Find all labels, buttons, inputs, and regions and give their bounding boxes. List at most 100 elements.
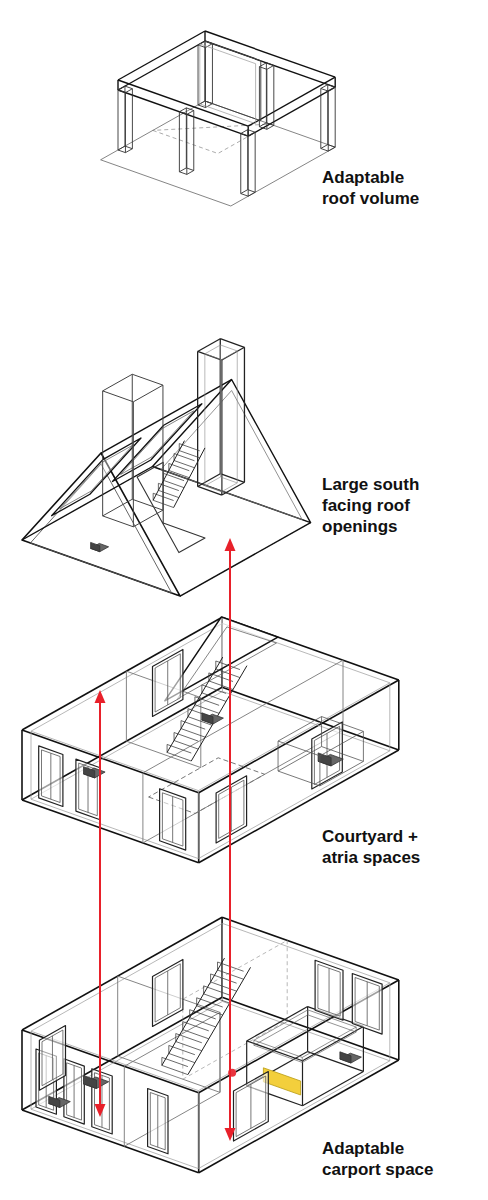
drawing-stroke: [340, 1052, 351, 1063]
drawing-stroke: [117, 80, 118, 90]
drawing-stroke: [179, 168, 186, 172]
drawing-stroke: [162, 385, 163, 510]
drawing-stroke: [31, 923, 222, 1031]
drawing-stroke: [118, 146, 125, 150]
drawing-stroke: [204, 31, 205, 41]
drawing-stroke: [197, 1006, 223, 1015]
drawing-stroke: [187, 111, 194, 115]
drawing-stroke: [191, 666, 247, 761]
drawing-stroke: [278, 741, 279, 771]
drawing-stroke: [302, 1061, 303, 1106]
drawing-stroke: [31, 1109, 198, 1168]
drawing-stroke: [212, 44, 213, 104]
drawing-stroke: [52, 438, 141, 516]
drawing-stroke: [241, 194, 248, 197]
drawing-stroke: [267, 65, 274, 69]
drawing-stroke: [398, 980, 400, 1060]
annotation-label: Adaptable roof volume: [320, 167, 442, 209]
drawing-stroke: [153, 124, 270, 153]
drawing-stroke: [222, 483, 238, 492]
drawing-stroke: [240, 134, 241, 194]
drawing-stroke: [118, 31, 205, 80]
drawing-stroke: [49, 1096, 60, 1107]
red-arrow-head: [225, 538, 236, 551]
drawing-stroke: [335, 87, 336, 147]
drawing-stroke: [176, 1042, 202, 1051]
drawing-stroke: [278, 771, 320, 786]
drawing-stroke: [205, 354, 222, 360]
red-arrow-head: [95, 690, 106, 703]
drawing-stroke: [253, 1040, 254, 1045]
drawing-stroke: [328, 145, 335, 148]
drawing-stroke: [125, 89, 132, 93]
drawing-stroke: [246, 1041, 247, 1086]
drawing-stroke: [321, 85, 328, 89]
drawing-stroke: [241, 130, 248, 134]
red-arrow-head: [225, 1128, 236, 1141]
drawing-stroke: [118, 90, 248, 136]
drawing-stroke: [132, 374, 133, 499]
drawing-stroke: [254, 1045, 302, 1062]
drawing-stroke: [101, 101, 336, 206]
drawing-stroke: [234, 1072, 269, 1142]
drawing-stroke: [278, 717, 322, 742]
drawing-stroke: [67, 1063, 82, 1120]
drawing-stroke: [222, 691, 389, 750]
drawing-stroke: [124, 86, 125, 146]
annotation-label: Courtyard + atria spaces: [320, 826, 448, 868]
drawing-stroke: [187, 171, 194, 175]
drawing-stroke: [162, 958, 225, 1065]
drawing-stroke: [247, 130, 248, 190]
drawing-stroke: [236, 1076, 266, 1137]
drawing-stroke: [205, 477, 221, 486]
drawing-stroke: [124, 1012, 220, 1146]
drawing-stroke: [254, 1015, 308, 1045]
drawing-stroke: [216, 776, 247, 843]
drawing-stroke: [328, 147, 335, 151]
drawing-stroke: [21, 730, 23, 800]
drawing-stroke: [84, 767, 95, 778]
drawing-stroke: [162, 793, 183, 846]
drawing-stroke: [328, 87, 335, 91]
drawing-stroke: [321, 145, 328, 149]
drawing-stroke: [179, 108, 186, 112]
drawing-stroke: [204, 354, 205, 486]
drawing-stroke: [352, 974, 382, 1035]
drawing-stroke: [198, 1091, 199, 1169]
drawing-stroke: [198, 486, 222, 495]
drawing-stroke: [320, 761, 364, 786]
drawing-stroke: [198, 351, 222, 360]
red-arrow-head: [95, 1104, 106, 1117]
drawing-stroke: [121, 411, 194, 475]
drawing-stroke: [103, 391, 134, 402]
drawing-stroke: [103, 499, 133, 516]
drawing-stroke: [181, 729, 205, 738]
drawing-stroke: [318, 964, 340, 1016]
red-arrow-shaft: [99, 700, 101, 1108]
drawing-stroke: [76, 759, 100, 820]
drawing-stroke: [158, 490, 178, 497]
drawing-stroke: [102, 391, 103, 516]
drawing-stroke: [160, 789, 186, 850]
drawing-stroke: [315, 960, 343, 1020]
drawing-stroke: [172, 796, 173, 842]
drawing-stroke: [167, 661, 168, 705]
drawing-stroke: [248, 130, 255, 133]
drawing-stroke: [179, 112, 186, 115]
drawing-stroke: [167, 971, 168, 1015]
drawing-stroke: [205, 486, 222, 492]
drawing-stroke: [21, 1030, 23, 1110]
drawing-stroke: [198, 45, 199, 105]
drawing-stroke: [202, 693, 226, 702]
drawing-stroke: [197, 351, 198, 486]
drawing-stroke: [31, 1031, 32, 1109]
drawing-stroke: [186, 108, 193, 111]
drawing-stroke: [307, 1007, 308, 1052]
drawing-stroke: [244, 347, 245, 482]
drawing-stroke: [42, 1030, 63, 1086]
drawing-stroke: [247, 1041, 303, 1061]
drawing-stroke: [183, 1030, 209, 1039]
drawing-stroke: [179, 112, 180, 172]
drawing-stroke: [195, 705, 219, 714]
drawing-stroke: [327, 733, 328, 777]
